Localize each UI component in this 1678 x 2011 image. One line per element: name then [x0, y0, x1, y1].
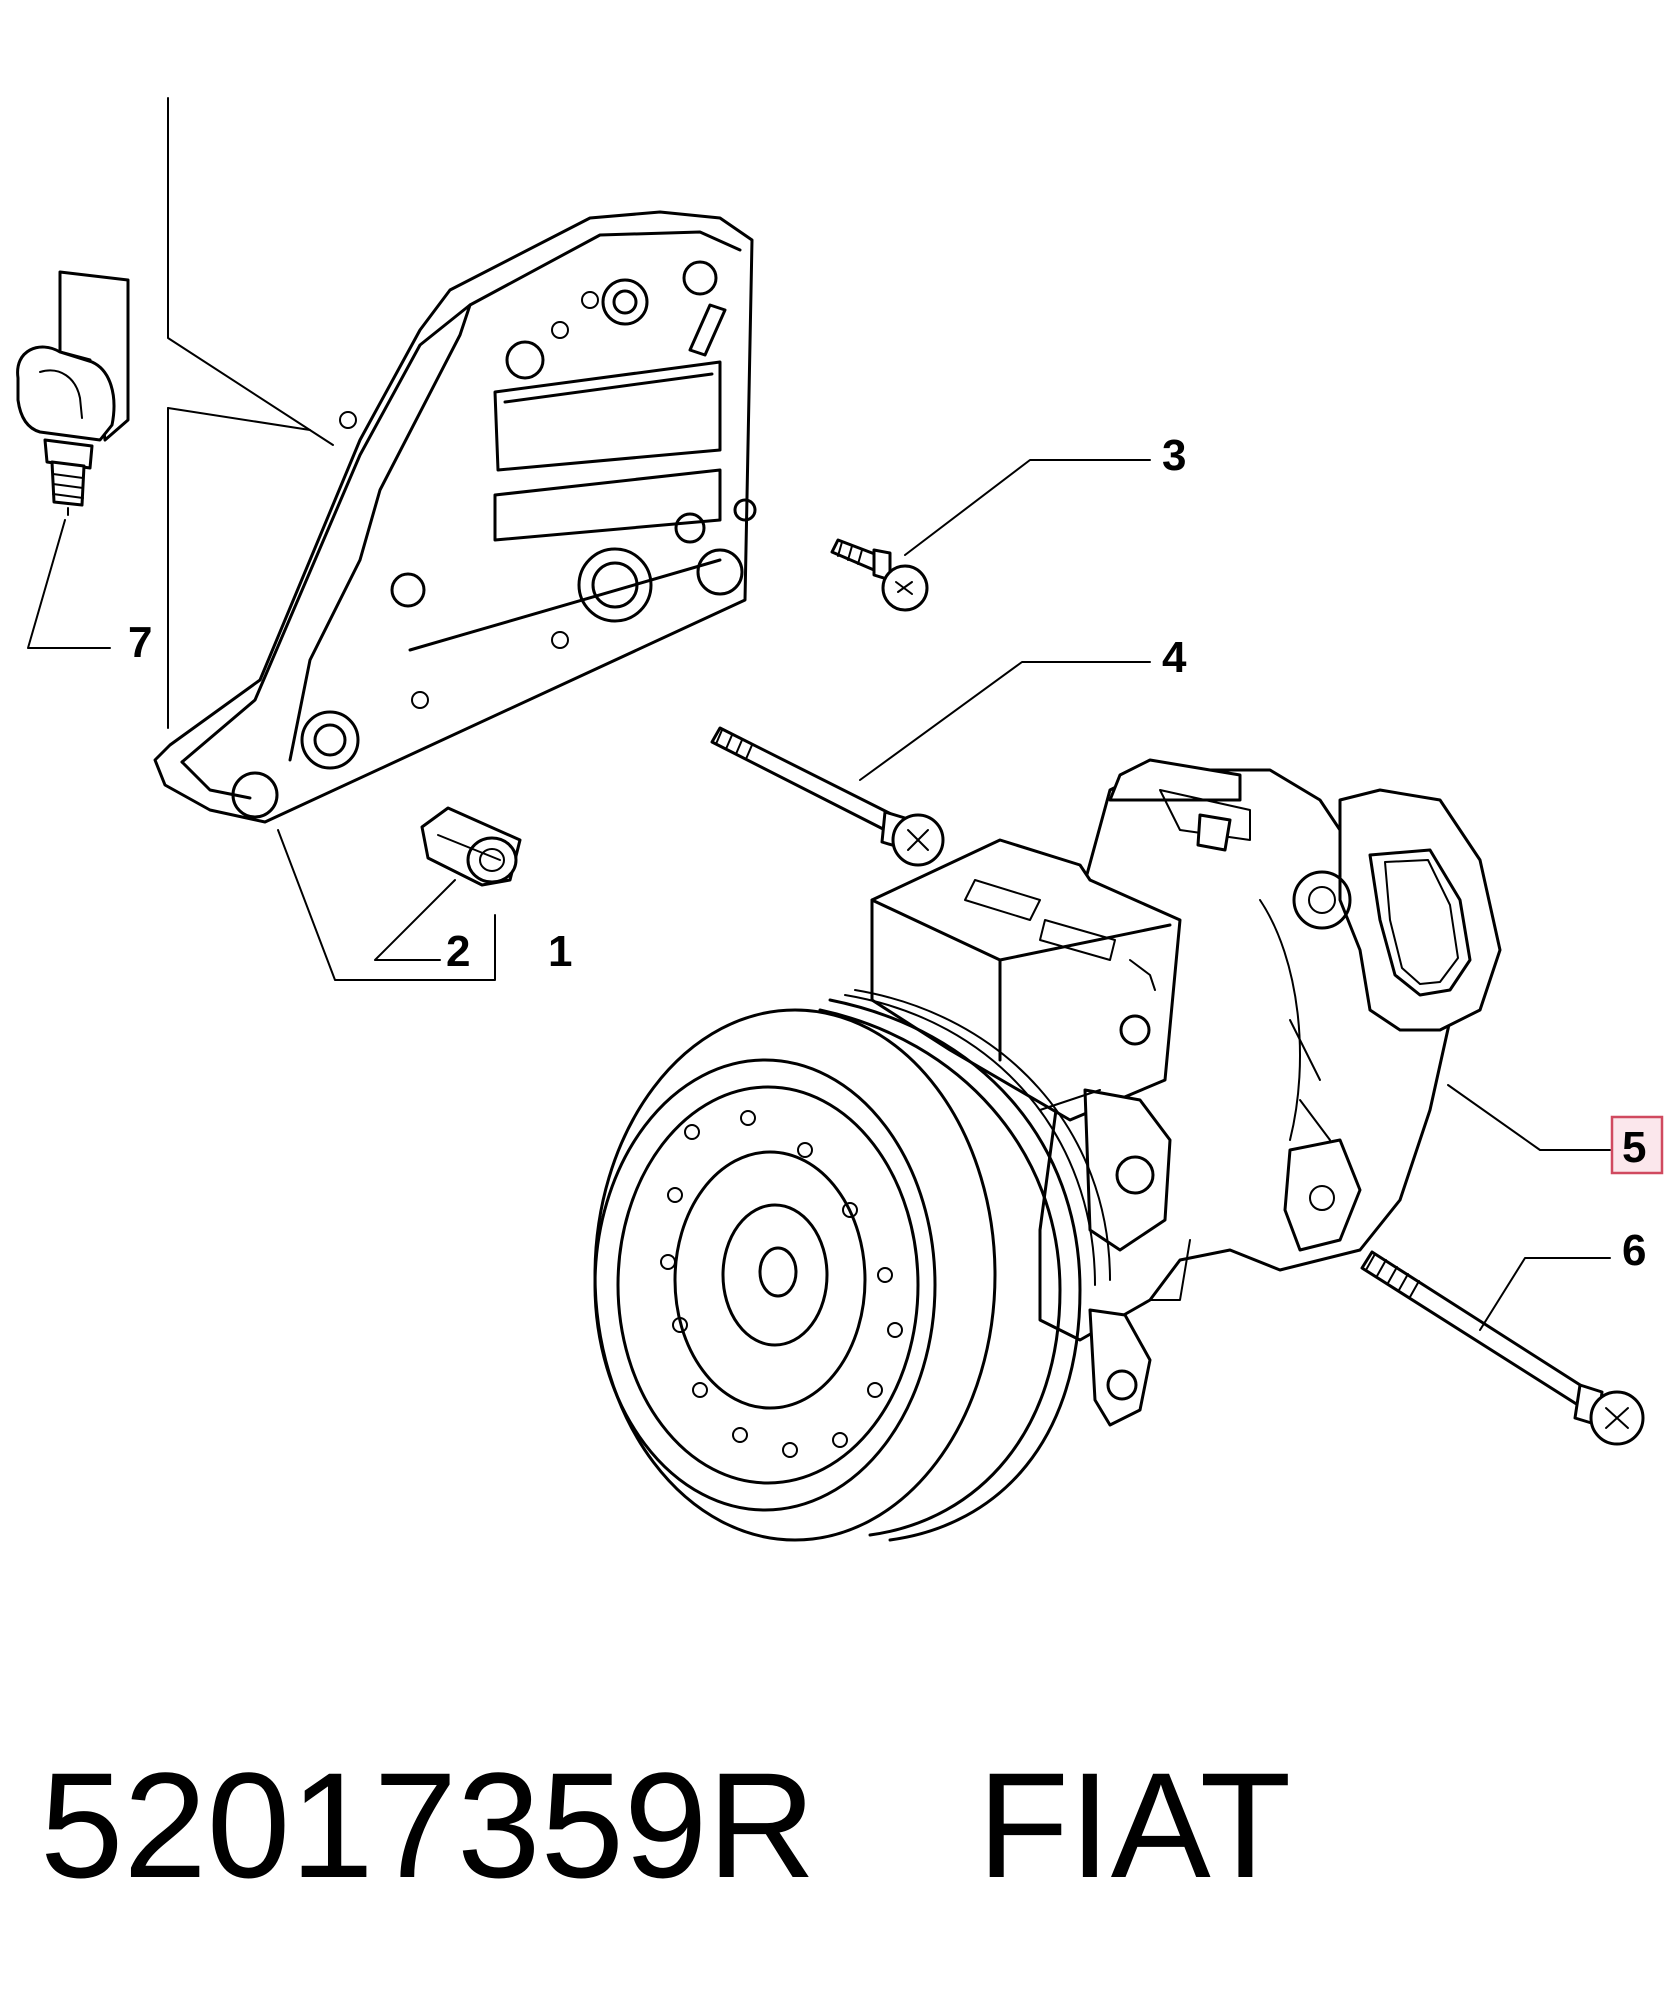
- callout-5-highlight-box: [1610, 1115, 1664, 1175]
- part-4-long-bolt: [710, 661, 1151, 867]
- part-2-bushing: [374, 806, 522, 961]
- part-caption: 52017359R FIAT: [40, 1745, 1291, 1905]
- leader-line-7: [27, 519, 111, 649]
- callout-5[interactable]: 5: [1622, 1123, 1646, 1172]
- callout-3[interactable]: 3: [1162, 431, 1186, 480]
- callout-7[interactable]: 7: [128, 618, 152, 667]
- callout-6[interactable]: 6: [1622, 1226, 1646, 1275]
- callout-4[interactable]: 4: [1162, 633, 1187, 682]
- part-1-mounting-bracket: [153, 97, 757, 981]
- part-3-screw: [830, 459, 1151, 612]
- part-6-bolt: [1360, 1250, 1645, 1446]
- part-number: 52017359R: [40, 1741, 816, 1909]
- part-7-hose-clip: [16, 270, 130, 516]
- exploded-parts-diagram: 1 2 3 4 5 6 7: [16, 97, 1664, 1542]
- callout-2[interactable]: 2: [446, 927, 470, 976]
- part-5-ac-compressor: [593, 758, 1611, 1542]
- brand-name: FIAT: [977, 1741, 1292, 1909]
- callout-1[interactable]: 1: [548, 927, 572, 976]
